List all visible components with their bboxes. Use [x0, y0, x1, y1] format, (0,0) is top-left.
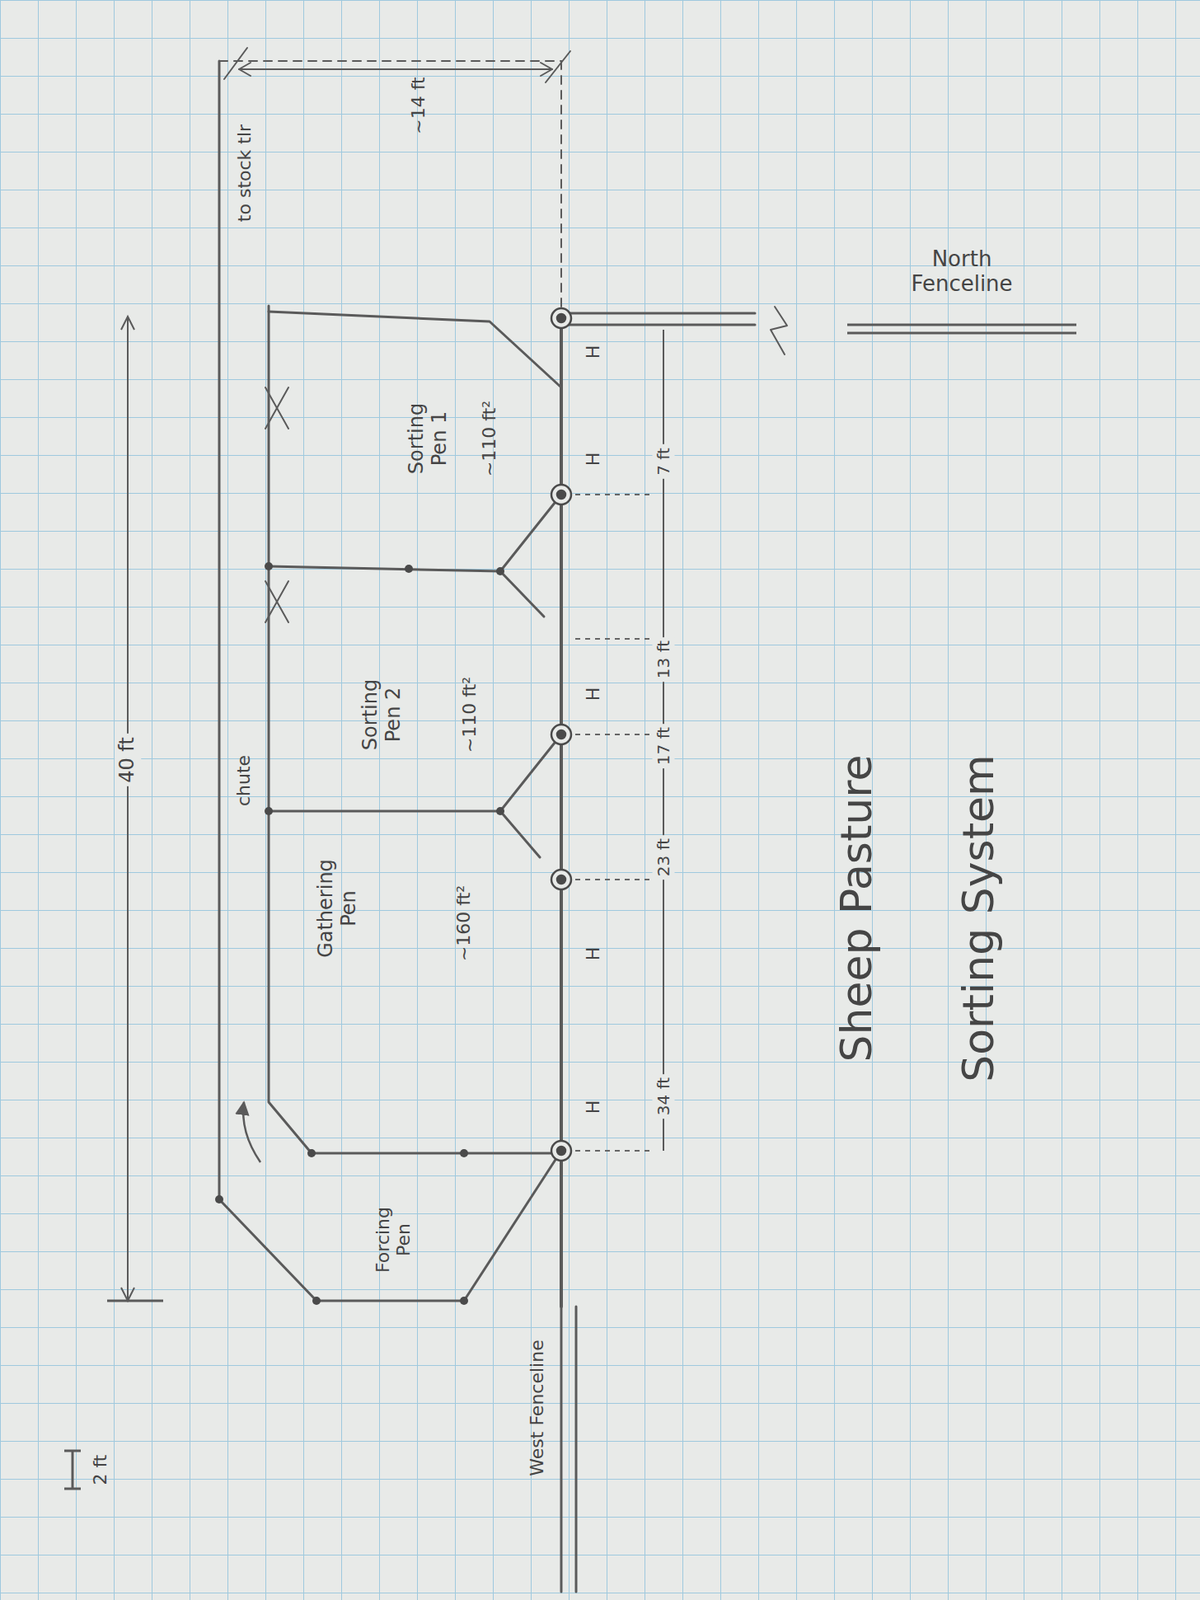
gate	[500, 810, 540, 858]
pen-name: Sorting Pen 1	[405, 389, 451, 488]
dimension-label: 7 ft	[652, 444, 675, 479]
forcing-pen-wall	[219, 1150, 562, 1301]
dimension-leaders	[575, 494, 652, 1151]
sorting-pen: Sorting Pen 2 ~110 ft²	[268, 566, 562, 811]
fence-label: North Fenceline	[887, 247, 1036, 297]
forcing-pen: Forcing Pen	[219, 1162, 562, 1301]
pen-name: Sorting Pen 2	[359, 665, 405, 765]
fence-line	[561, 323, 755, 327]
dimension-label: ~14 ft	[407, 76, 429, 134]
pen-name: Forcing Pen	[372, 1194, 415, 1285]
gate-mark	[265, 387, 289, 429]
h-marker: H	[582, 345, 604, 360]
gate-mark	[265, 581, 289, 623]
pen-area: ~110 ft²	[478, 400, 500, 477]
chute-name: chute	[233, 754, 254, 807]
sorting-pen: Sorting Pen 1 ~110 ft²	[268, 311, 562, 567]
pen-partition	[268, 810, 501, 813]
h-marker: H	[582, 452, 604, 467]
dimension-label: 13 ft	[652, 637, 675, 682]
post-dots	[215, 562, 505, 1305]
gate	[500, 571, 544, 617]
gate	[500, 494, 562, 572]
gate	[500, 734, 562, 811]
dimension-label: 23 ft	[652, 834, 675, 880]
fence-posts	[551, 308, 572, 1161]
dimension-line	[239, 68, 553, 71]
fence-line	[575, 1306, 578, 1592]
pen-area: ~160 ft²	[453, 885, 474, 961]
h-marker: H	[582, 1100, 604, 1115]
dimension-label: 17 ft	[652, 723, 675, 769]
title-text: Sorting System	[954, 754, 1004, 1082]
dashed-extent	[560, 60, 563, 319]
flow-arrow	[243, 1101, 261, 1163]
dimension-label: 40 ft	[114, 733, 141, 787]
tick-mark	[224, 47, 248, 80]
gathering-pen: Gathering Pen ~160 ft²	[268, 810, 562, 1154]
h-marker: H	[582, 687, 604, 702]
destination-note: to stock tlr	[234, 124, 255, 222]
chute-wall	[218, 60, 221, 1200]
tick-mark	[545, 51, 571, 83]
chute: chute	[219, 305, 269, 1102]
chute-wall	[268, 305, 562, 1154]
pen-partition	[268, 566, 501, 572]
fence-label: West Fenceline	[526, 1339, 548, 1476]
dashed-extent	[219, 60, 562, 62]
pen-wall	[268, 311, 562, 388]
arrowhead	[540, 62, 553, 76]
h-marker: H	[582, 946, 604, 961]
arrowhead	[239, 62, 251, 76]
gate-mark	[265, 387, 289, 429]
fence-line	[561, 312, 755, 315]
gate-mark	[265, 581, 289, 623]
scale-label: 2 ft	[89, 1454, 111, 1486]
dimension-label: 34 ft	[652, 1073, 675, 1119]
break-symbol	[770, 306, 788, 355]
fence-line	[560, 1306, 563, 1592]
title-text: Sheep Pasture	[832, 754, 882, 1062]
dimension-lines	[64, 316, 1077, 1489]
pen-area: ~110 ft²	[459, 676, 480, 753]
pen-name: Gathering Pen	[314, 846, 361, 971]
